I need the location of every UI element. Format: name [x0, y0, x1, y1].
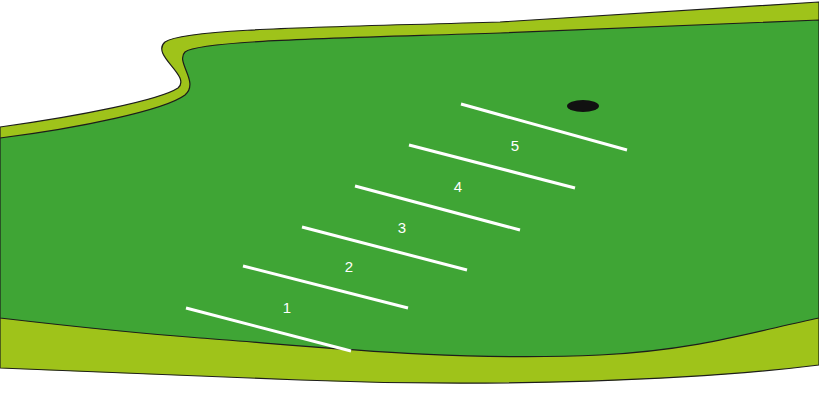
zone-number: 5 [511, 138, 519, 153]
distance-line [243, 266, 408, 308]
putting-green [0, 20, 819, 357]
zone-number: 1 [283, 300, 291, 315]
distance-line [409, 145, 575, 188]
golf-hole [567, 100, 599, 112]
distance-lines [186, 104, 627, 351]
distance-line [302, 227, 467, 270]
zone-number: 2 [345, 259, 353, 274]
distance-line [355, 186, 520, 230]
distance-line [186, 308, 351, 351]
fringe [0, 2, 819, 383]
zone-number: 4 [454, 179, 462, 194]
distance-line [461, 104, 627, 150]
zone-number: 3 [398, 220, 406, 235]
